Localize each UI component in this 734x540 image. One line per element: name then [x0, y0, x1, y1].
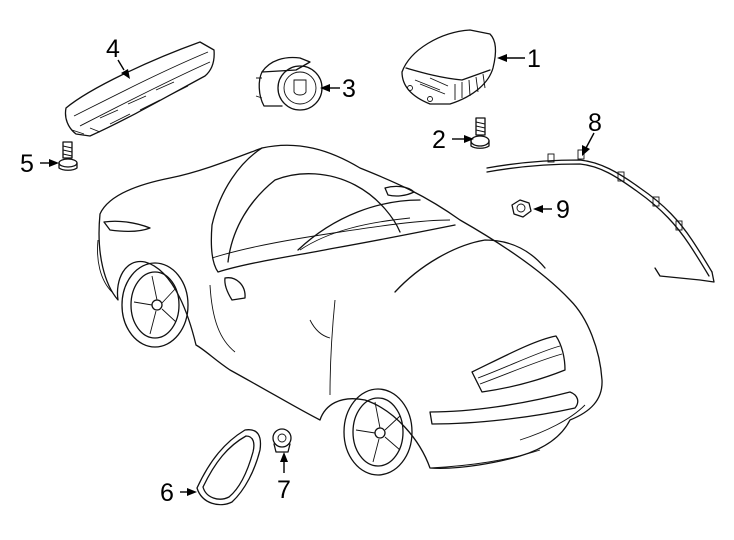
part-7-clip [272, 428, 292, 453]
part-9-nut [511, 199, 532, 218]
part-3-steering-airbag [255, 56, 323, 111]
part-2-bolt [470, 117, 490, 149]
part-5-bolt [58, 141, 78, 171]
callout-labels: 1 2 3 4 5 6 7 8 9 [20, 35, 602, 507]
part-1-airbag-module [401, 29, 497, 105]
part-4-knee-airbag [64, 41, 215, 137]
callout-9: 9 [556, 196, 570, 224]
callout-2: 2 [432, 126, 446, 154]
callout-7: 7 [277, 476, 291, 504]
callout-3: 3 [342, 75, 356, 103]
callout-leaders [40, 54, 595, 496]
part-6-side-cover [196, 429, 262, 506]
callout-5: 5 [20, 150, 34, 178]
callout-6: 6 [160, 479, 174, 507]
callout-1: 1 [527, 45, 541, 73]
callout-8: 8 [588, 109, 602, 137]
callout-4: 4 [106, 35, 120, 63]
part-8-harness [486, 149, 715, 283]
vehicle-outline [97, 144, 603, 476]
